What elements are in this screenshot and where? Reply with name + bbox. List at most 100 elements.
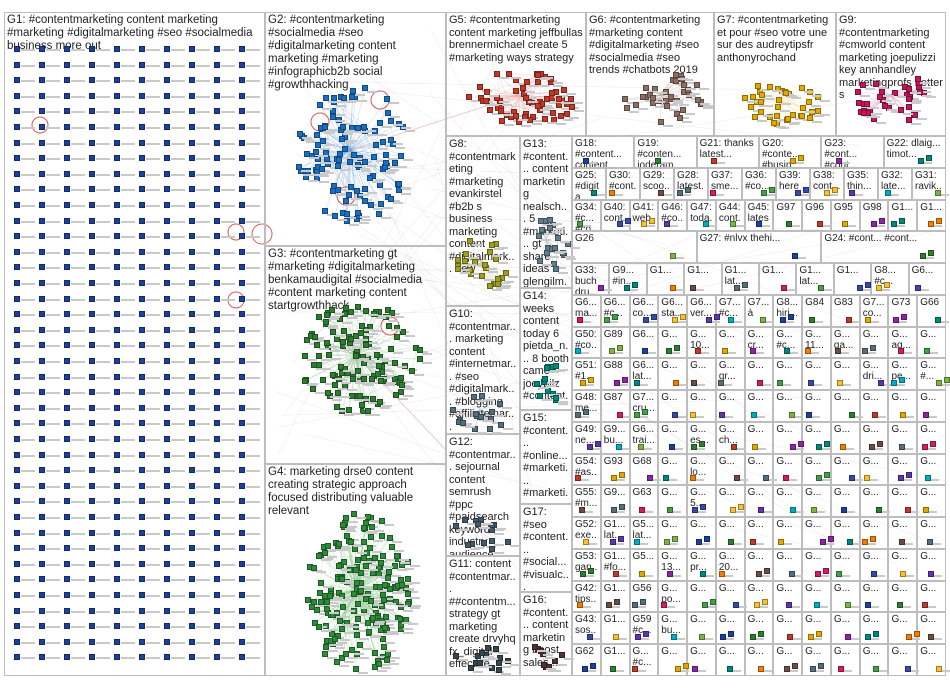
vertex — [587, 567, 594, 574]
vertex — [650, 313, 657, 320]
vertex-label-shadow — [585, 511, 594, 514]
vertex-label-shadow — [21, 548, 35, 551]
vertex — [89, 326, 95, 333]
edge — [349, 149, 381, 204]
edge — [317, 134, 350, 195]
vertex — [39, 545, 45, 552]
small-group-label: G... — [862, 455, 879, 467]
vertex-label-shadow — [458, 528, 469, 531]
edge — [779, 99, 809, 102]
vertex-label-shadow — [121, 127, 135, 129]
vertex — [64, 139, 70, 146]
vertex-label-shadow — [870, 638, 879, 641]
vertex-label-shadow — [755, 638, 764, 641]
vertex-label-shadow — [540, 239, 551, 242]
vertex-label-shadow — [488, 104, 499, 107]
vertex — [872, 631, 879, 638]
vertex — [214, 248, 220, 255]
vertex-label-shadow — [302, 173, 313, 176]
vertex-label-shadow — [246, 548, 260, 551]
vertex-label-shadow — [669, 108, 680, 111]
vertex-label-shadow — [851, 320, 860, 323]
vertex-label-shadow — [811, 352, 820, 355]
edge — [430, 286, 810, 519]
vertex — [189, 77, 195, 84]
vertex-label-shadow — [146, 127, 160, 129]
vertex-label-shadow — [196, 220, 210, 223]
vertex-label-shadow — [46, 423, 60, 426]
vertex-label-shadow — [342, 370, 353, 373]
vertex-label-shadow — [121, 111, 135, 114]
vertex-label-shadow — [171, 517, 185, 519]
edge — [327, 346, 357, 356]
vertex — [64, 46, 70, 52]
edge — [346, 589, 357, 655]
vertex-label-shadow — [585, 574, 594, 577]
vertex-label-shadow — [146, 657, 160, 660]
vertex — [214, 529, 220, 536]
vertex — [239, 560, 245, 567]
edge — [889, 94, 915, 115]
vertex — [139, 529, 145, 536]
small-group-box: G1... — [888, 199, 918, 232]
vertex-label-shadow — [46, 610, 60, 613]
small-group-label: G... — [920, 392, 937, 404]
vertex-label-shadow — [583, 606, 592, 609]
vertex-label-shadow — [96, 205, 110, 207]
vertex — [89, 61, 95, 68]
vertex-label-shadow — [941, 670, 950, 672]
vertex-label-shadow — [766, 193, 775, 196]
vertex-label-shadow — [621, 447, 630, 450]
vertex — [139, 248, 145, 255]
vertex-label-shadow — [196, 127, 210, 129]
vertex-label-shadow — [352, 544, 363, 547]
vertex-label-shadow — [497, 262, 508, 265]
vertex-label-shadow — [319, 347, 330, 350]
small-group-label: G... aq... — [891, 328, 911, 351]
edge — [295, 152, 847, 525]
vertex — [239, 264, 245, 271]
small-group-label: G9... #in... — [612, 265, 635, 288]
vertex-label-shadow — [171, 423, 185, 426]
vertex — [114, 92, 120, 99]
vertex-label-shadow — [221, 267, 235, 270]
vertex-label-shadow — [146, 392, 160, 395]
vertex-label-shadow — [146, 641, 160, 644]
small-group-label: G37: sme... — [711, 169, 739, 192]
vertex — [89, 623, 95, 630]
small-group-label: G... — [862, 646, 879, 658]
vertex-label-shadow — [96, 111, 110, 114]
vertex-label-shadow — [847, 511, 856, 514]
vertex — [64, 170, 70, 177]
vertex-label-shadow — [646, 225, 655, 228]
vertex-label-shadow — [780, 103, 791, 106]
vertex-label-shadow — [804, 91, 815, 94]
vertex — [89, 217, 95, 224]
vertex — [39, 623, 45, 630]
small-group-label: G... — [862, 423, 879, 435]
vertex-label-shadow — [392, 124, 403, 127]
vertex-label-shadow — [545, 656, 556, 659]
vertex-label-shadow — [372, 550, 383, 553]
vertex — [139, 420, 145, 427]
vertex-label-shadow — [121, 298, 135, 301]
vertex-label-shadow — [501, 661, 512, 664]
vertex — [114, 248, 120, 255]
vertex-label-shadow — [697, 447, 706, 450]
small-group-label: G1... lat... — [724, 265, 747, 288]
edge — [404, 237, 862, 314]
small-group-label: G... po... — [661, 582, 681, 605]
small-group-box: G21: thanks latest... — [696, 136, 759, 168]
small-group-label: G1... #fo... — [603, 550, 627, 573]
vertex-label-shadow — [21, 579, 35, 582]
vertex-label-shadow — [841, 574, 850, 577]
vertex-label-shadow — [498, 76, 509, 79]
small-group-label: G7... à — [747, 296, 770, 319]
vertex-label-shadow — [121, 205, 135, 207]
vertex-label-shadow — [121, 470, 135, 473]
small-group-label: G... pr... — [690, 550, 707, 573]
vertex — [139, 139, 145, 146]
vertex-label-shadow — [71, 517, 85, 519]
vertex-label-shadow — [337, 641, 348, 644]
vertex-label-shadow — [676, 288, 684, 291]
